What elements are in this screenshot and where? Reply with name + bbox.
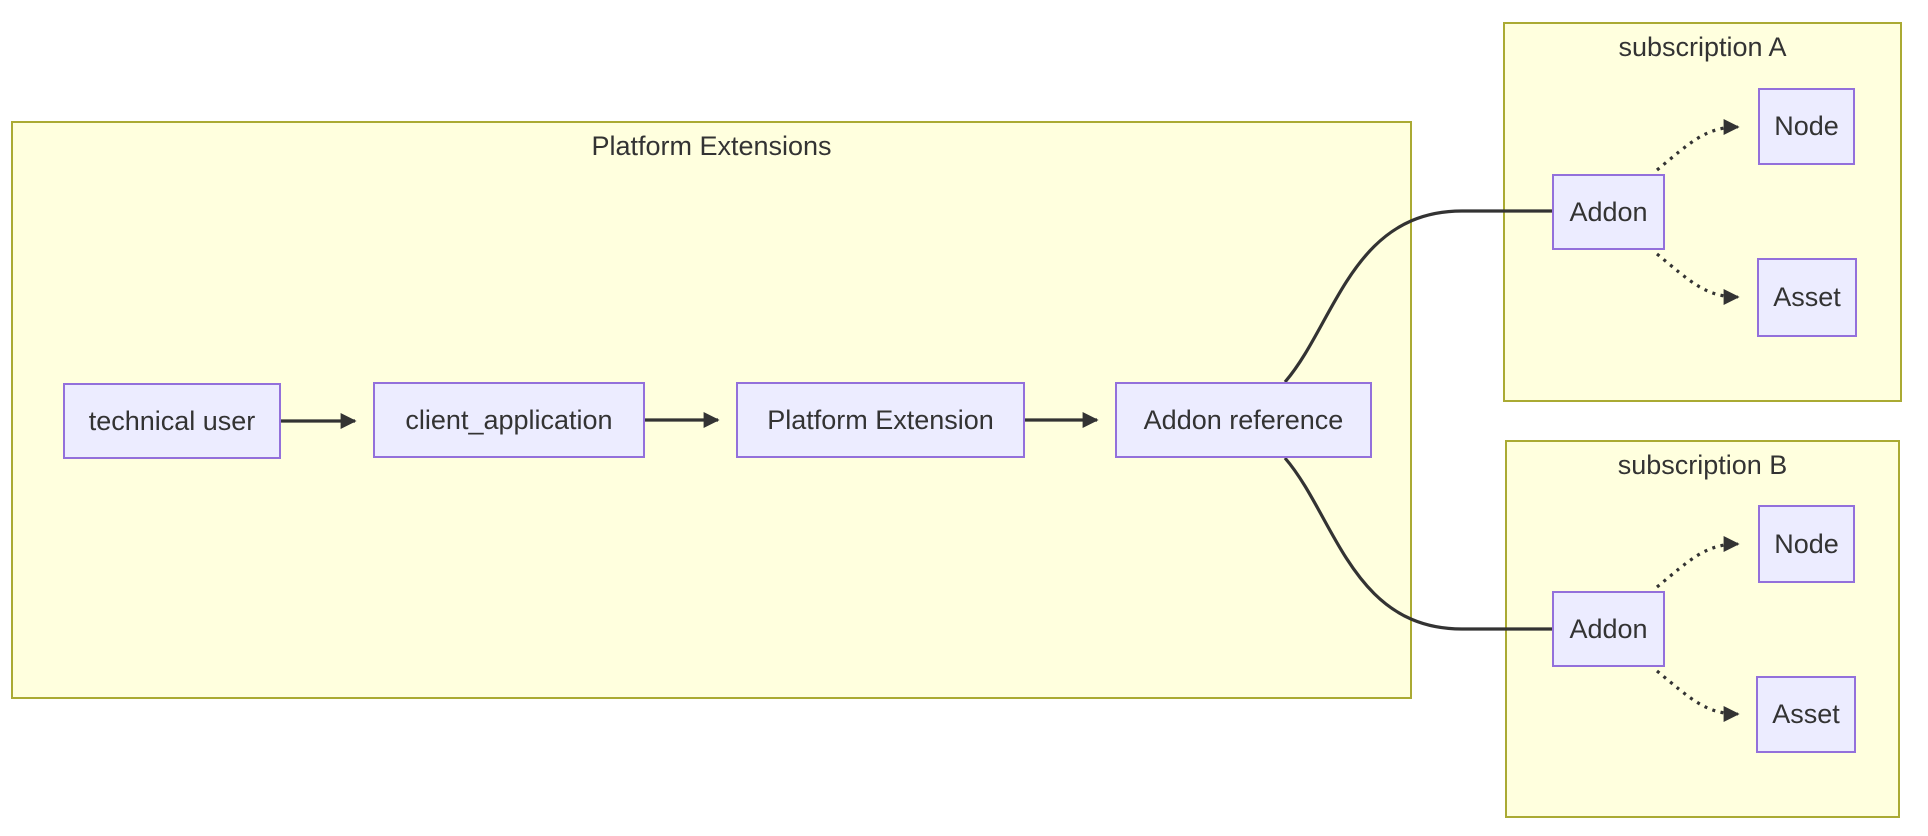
node-subscription-b-asset-label: Asset bbox=[1772, 699, 1840, 729]
node-subscription-b-node: Node bbox=[1758, 505, 1855, 583]
node-addon-reference: Addon reference bbox=[1115, 382, 1372, 458]
node-subscription-b-addon: Addon bbox=[1552, 591, 1665, 667]
node-technical-user-label: technical user bbox=[88, 405, 256, 436]
node-platform-extension: Platform Extension bbox=[736, 382, 1025, 458]
node-subscription-b-node-label: Node bbox=[1774, 528, 1839, 559]
node-subscription-b-addon-label: Addon bbox=[1569, 613, 1648, 644]
node-platform-extension-label: Platform Extension bbox=[767, 404, 994, 435]
node-client-application: client_application bbox=[373, 382, 645, 458]
node-subscription-b-asset: Asset bbox=[1756, 676, 1856, 753]
cluster-subscription-b-title: subscription B bbox=[1617, 450, 1788, 480]
cluster-subscription-a-title: subscription A bbox=[1618, 32, 1787, 62]
node-subscription-a-addon: Addon bbox=[1552, 174, 1665, 250]
node-addon-reference-label: Addon reference bbox=[1143, 404, 1344, 435]
node-subscription-a-asset: Asset bbox=[1757, 258, 1857, 337]
node-subscription-a-asset-label: Asset bbox=[1773, 282, 1841, 312]
node-technical-user: technical user bbox=[63, 383, 281, 459]
node-client-application-label: client_application bbox=[405, 404, 613, 435]
node-subscription-a-addon-label: Addon bbox=[1569, 196, 1648, 227]
node-subscription-a-node-label: Node bbox=[1774, 111, 1839, 141]
node-subscription-a-node: Node bbox=[1758, 88, 1855, 165]
cluster-platform-extensions-title: Platform Extensions bbox=[591, 131, 832, 161]
